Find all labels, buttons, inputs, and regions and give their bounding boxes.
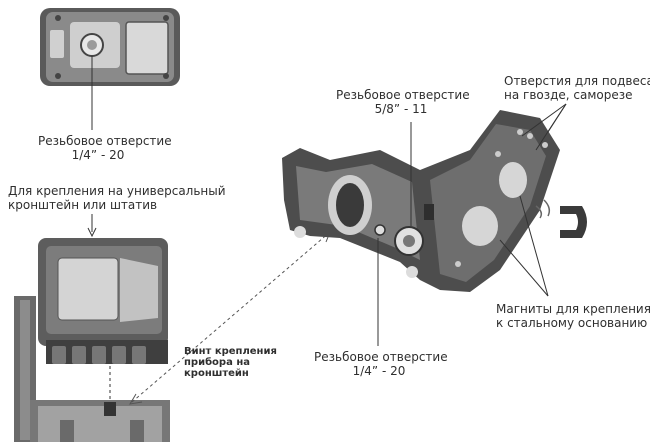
label-thread-five-eighths-line1: Резьбовое отверстие	[336, 88, 470, 102]
label-thread-five-eighths: Резьбовое отверстие 5/8” - 11	[336, 88, 470, 116]
bracket-perspective	[282, 110, 560, 292]
label-thread-quarter-top-line1: Резьбовое отверстие	[38, 134, 172, 148]
label-magnets-line2: к стальному основанию	[496, 316, 648, 330]
device-bottom-view	[40, 8, 180, 86]
label-magnets-line1: Магниты для крепления	[496, 302, 650, 316]
label-mount-screw-line2: прибора на	[184, 357, 250, 368]
label-thread-quarter-top: Резьбовое отверстие 1/4” - 20	[38, 134, 172, 162]
label-hanging-holes-line2: на гвозде, саморезе	[504, 88, 633, 102]
bracket-side-view	[14, 296, 170, 442]
label-mount-screw: Винт крепления прибора на кронштейн	[184, 346, 277, 379]
label-hanging-holes-line1: Отверстия для подвеса	[504, 74, 650, 88]
label-mount-caption-line2: кронштейн или штатив	[8, 198, 158, 212]
device-side-view	[38, 238, 168, 364]
label-thread-quarter-bottom: Резьбовое отверстие 1/4” - 20	[314, 350, 448, 378]
magnet-icon	[535, 199, 587, 238]
label-mount-caption-line1: Для крепления на универсальный	[8, 184, 226, 198]
label-hanging-holes: Отверстия для подвеса на гвозде, саморез…	[504, 74, 650, 102]
label-thread-five-eighths-line2: 5/8” - 11	[374, 102, 428, 116]
label-mount-caption: Для крепления на универсальный кронштейн…	[8, 184, 226, 212]
label-mount-screw-line1: Винт крепления	[184, 346, 277, 357]
label-magnets: Магниты для крепления к стальному основа…	[496, 302, 650, 330]
label-mount-screw-line3: кронштейн	[184, 368, 249, 379]
label-thread-quarter-top-line2: 1/4” - 20	[71, 148, 125, 162]
label-thread-quarter-bottom-line2: 1/4” - 20	[352, 364, 406, 378]
label-thread-quarter-bottom-line1: Резьбовое отверстие	[314, 350, 448, 364]
